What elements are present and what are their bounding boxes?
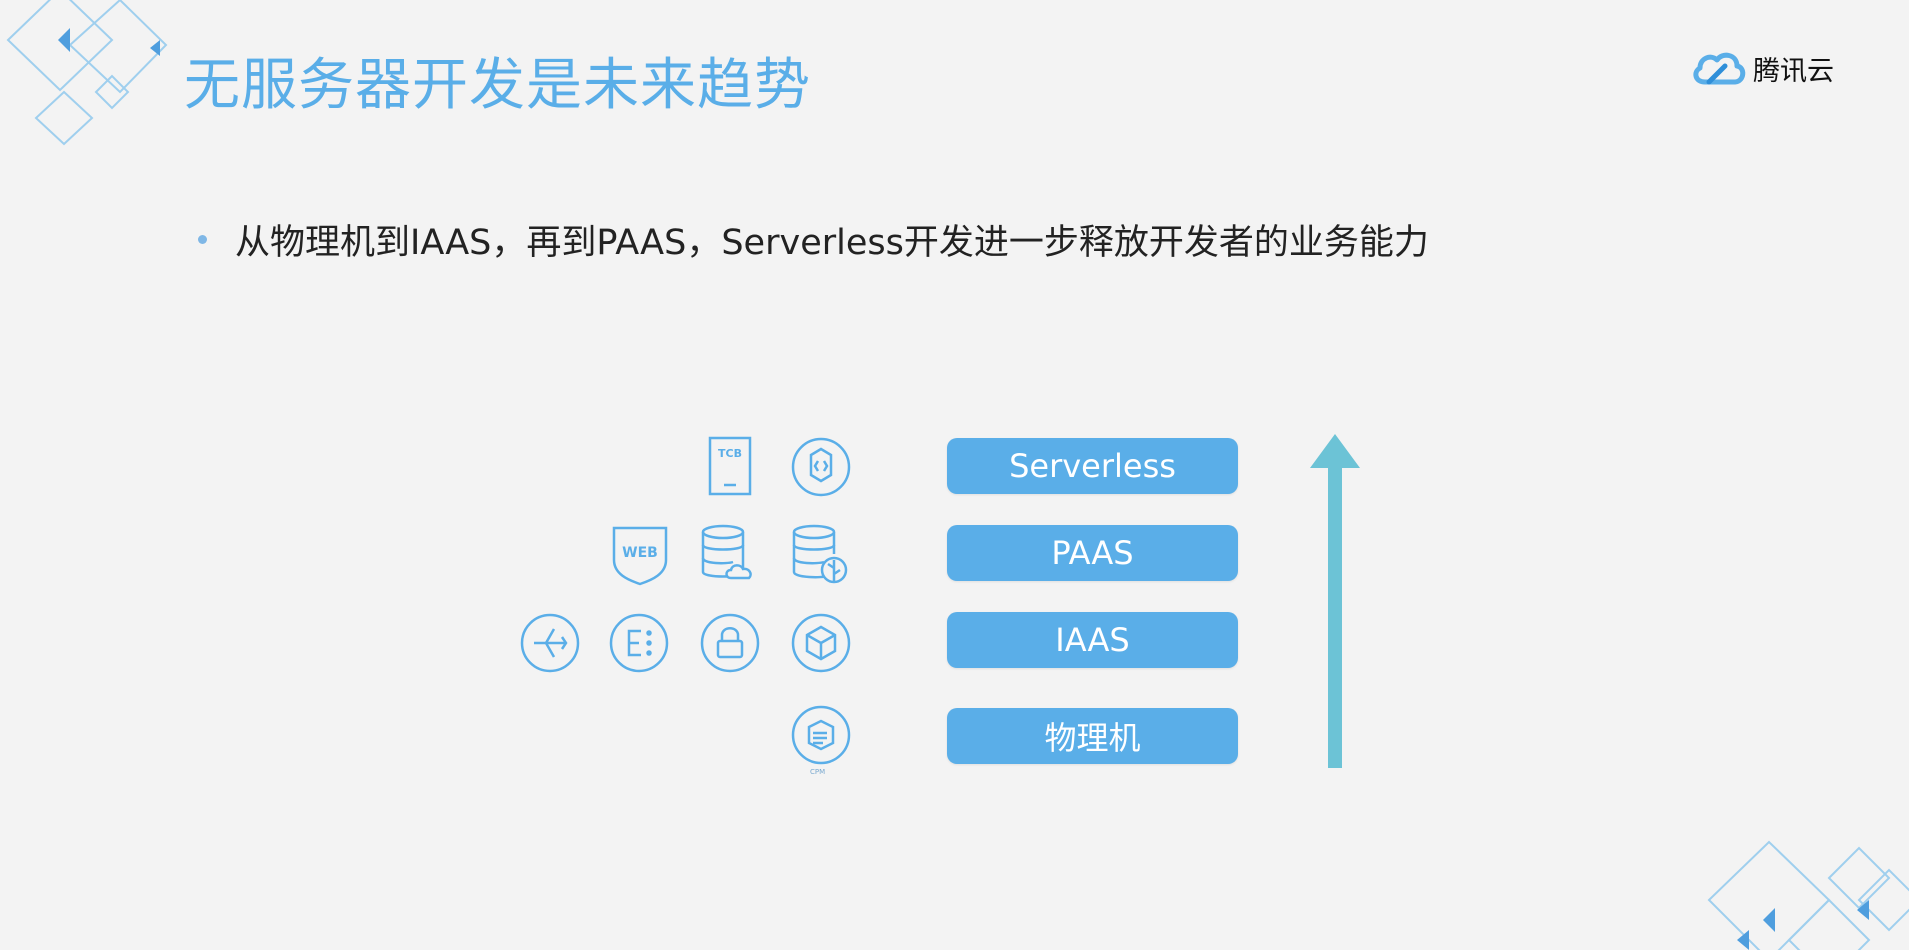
cpm-server-icon: [789, 703, 853, 767]
bullet-text: 从物理机到IAAS，再到PAAS，Serverless开发进一步释放开发者的业务…: [235, 223, 1429, 263]
corner-decoration-top-left: [6, 0, 168, 146]
corner-decoration-bottom-right: [1707, 840, 1909, 950]
svg-text:TCB: TCB: [718, 447, 742, 460]
layer-paas: PAAS: [947, 525, 1238, 581]
load-balancer-icon: [518, 611, 582, 675]
logo-text: 腾讯云: [1753, 55, 1834, 87]
cloud-database-icon: [697, 522, 761, 586]
svg-text:WEB: WEB: [622, 545, 658, 561]
code-function-icon: [789, 435, 853, 499]
cube-icon: [789, 611, 853, 675]
web-shield-icon: WEB: [608, 522, 672, 586]
leaf-database-icon: [788, 522, 852, 586]
bullet-dot: [198, 235, 207, 244]
layer-iaas: IAAS: [947, 612, 1238, 668]
lock-icon: [698, 611, 762, 675]
tcb-icon: TCB: [700, 435, 764, 499]
layer-serverless: Serverless: [947, 438, 1238, 494]
elastic-icon: [607, 611, 671, 675]
cpm-caption: CPM: [810, 768, 826, 776]
up-arrow-icon: [1310, 434, 1360, 768]
layer-physical: 物理机: [947, 708, 1238, 764]
tencent-cloud-logo: 腾讯云: [1689, 48, 1834, 88]
bullet-point: 从物理机到IAAS，再到PAAS，Serverless开发进一步释放开发者的业务…: [198, 214, 1429, 265]
tencent-cloud-icon: [1693, 52, 1746, 85]
slide-title: 无服务器开发是未来趋势: [184, 53, 811, 118]
